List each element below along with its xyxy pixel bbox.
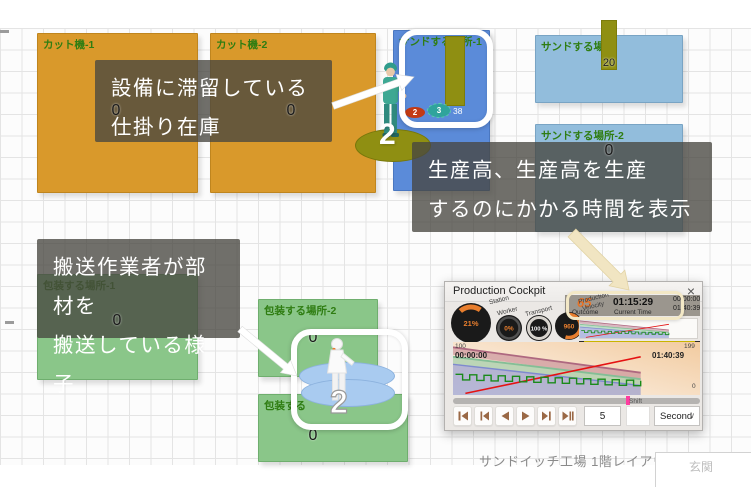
station-count: 0 — [286, 102, 296, 119]
callout-line: 設備に滞留している — [111, 77, 309, 100]
playback-step-back-button[interactable] — [474, 406, 493, 426]
highlight-worker-area — [291, 329, 408, 430]
worker-load-badge: 2 — [379, 118, 396, 151]
velocity-gauge-value: 960 — [564, 324, 575, 331]
production-chart-series — [452, 346, 642, 395]
playback-step-forward-button[interactable] — [537, 406, 556, 426]
wip-marker-teal: 3 — [427, 103, 451, 118]
station-count: 0 — [604, 142, 614, 159]
step-size-input[interactable] — [584, 406, 621, 426]
station-gauge-value: 21% — [463, 319, 478, 328]
timeline-preview — [579, 318, 698, 339]
worker-leg — [332, 372, 339, 401]
callout-wip-note: 設備に滞留している 仕掛り在庫 — [95, 60, 332, 142]
chevron-down-icon: ∨ — [689, 411, 695, 420]
station-label: 包装する場所-2 — [264, 305, 337, 317]
playback-play-reverse-button[interactable] — [495, 406, 514, 426]
worker-gauge-ring — [497, 316, 521, 340]
station-label: サンドする場所 — [541, 41, 615, 53]
timeline-scrollbar[interactable] — [453, 398, 700, 404]
gauge-cluster: 21% 0% 100 % 960 — [451, 303, 583, 343]
play-reverse-icon — [501, 411, 509, 421]
station-count: 0 — [308, 427, 318, 444]
callout-output-note: 生産高、生産高を生産 するのにかかる時間を表示 — [412, 142, 712, 232]
station-count: 0 — [308, 329, 318, 346]
time-unit-dropdown[interactable]: Second ∨ — [654, 406, 700, 426]
range-start-time: 00:00:00 — [673, 296, 701, 303]
callout-line: するのにかかる時間を表示 — [428, 198, 692, 221]
chart-y-left-label: 100 — [455, 343, 466, 350]
station-label: サンドする場所-2 — [541, 130, 624, 142]
edge-tick — [0, 30, 9, 33]
station-gauge — [451, 303, 491, 343]
worker-gauge — [496, 315, 522, 341]
time-unit-value: Second — [660, 411, 693, 422]
outcome-label: Outcome — [572, 309, 599, 316]
transport-gauge-ring — [527, 316, 551, 340]
timeline-position-marker — [626, 396, 630, 405]
edge-tick — [5, 321, 14, 324]
transport-gauge-value: 100 % — [531, 327, 547, 333]
wip-marker-count: 38 — [453, 106, 463, 116]
worker-cap — [384, 62, 397, 71]
playback-play-button[interactable] — [516, 406, 535, 426]
callout-line: 仕掛り在庫 — [111, 116, 221, 139]
worker-head — [386, 67, 395, 77]
step-forward-icon — [541, 411, 551, 421]
transport-ellipse — [301, 379, 395, 407]
entrance-label: 玄関 — [689, 460, 714, 474]
production-chart — [452, 342, 700, 395]
station-count: 0 — [112, 312, 122, 329]
current-time-label: Current Time — [614, 309, 652, 316]
worker-leg — [339, 372, 346, 401]
callout-transport-note: 搬送作業者が部材を 搬送している様子 — [37, 239, 240, 396]
chart-end-time: 01:40:39 — [652, 351, 685, 360]
highlight-wip-area — [399, 29, 493, 128]
range-end-time: 01:40:39 — [673, 305, 701, 312]
wip-bar — [601, 20, 617, 70]
shift-label: Shift — [629, 398, 643, 405]
play-icon — [521, 411, 529, 421]
station-count: 0 — [111, 102, 121, 119]
worker-shoe — [382, 133, 391, 137]
jump-start-icon — [458, 411, 468, 421]
jump-end-icon — [562, 411, 574, 421]
worker-figure-white[interactable] — [315, 336, 359, 406]
worker-leg — [384, 104, 390, 134]
close-icon[interactable]: × — [686, 283, 695, 299]
worker-leg — [391, 104, 397, 134]
chart-start-time: 00:00:00 — [455, 351, 488, 360]
station-count: 20 — [602, 57, 616, 69]
playback-jump-end-button[interactable] — [558, 406, 577, 426]
station-label: カット機-2 — [216, 39, 268, 51]
callout-line: 生産高、生産高を生産 — [428, 159, 648, 182]
callout-line: 搬送している様子 — [53, 334, 207, 396]
chart-y-right-label: 199 — [684, 343, 695, 350]
cockpit-info-strip — [565, 295, 700, 316]
step-back-icon — [480, 411, 489, 421]
shift-box[interactable] — [626, 406, 650, 426]
timeline-preview-chart — [579, 320, 670, 338]
chart-y-right-bottom-label: 0 — [692, 383, 696, 390]
current-time-value: 01:15:29 — [613, 297, 654, 308]
cockpit-title: Production Cockpit — [453, 285, 546, 297]
worker-gauge-value: 0% — [504, 326, 514, 333]
callout-line: 搬送作業者が部材を — [53, 256, 207, 318]
outcome-value: 65 — [577, 295, 592, 310]
highlight-outcome-box — [566, 291, 684, 320]
worker-shoe — [391, 133, 399, 137]
worker-load-badge: 2 — [329, 383, 348, 420]
wip-bar — [445, 36, 465, 106]
playback-jump-start-button[interactable] — [453, 406, 472, 426]
worker-arm — [340, 352, 355, 366]
layout-title: サンドイッチ工場 1階レイアウト — [479, 454, 680, 469]
production-cockpit-window[interactable]: Production Cockpit × 65 Outcome 01:15:29… — [444, 281, 703, 431]
station-label: カット機-1 — [43, 39, 95, 51]
entrance-area: 玄関 — [655, 452, 751, 487]
